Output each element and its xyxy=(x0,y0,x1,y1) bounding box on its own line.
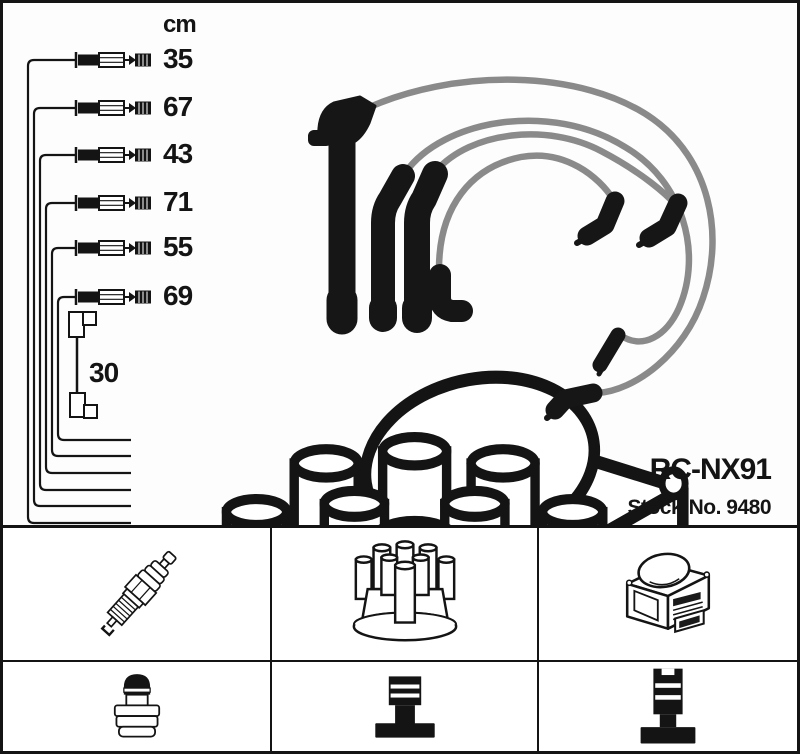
cable-length-label-4: 71 xyxy=(163,186,193,217)
plug-boots xyxy=(308,95,473,335)
cable-length-label-3: 43 xyxy=(163,138,193,169)
coil-lead-length-label: 30 xyxy=(89,357,119,388)
distributor-terminal-icon xyxy=(374,675,435,738)
cable-length-label-5: 55 xyxy=(163,231,193,262)
cable-length-label-1: 35 xyxy=(163,43,193,74)
cell-distributor-terminal xyxy=(272,662,537,751)
cable-length-label-6: 69 xyxy=(163,280,193,311)
plug-boot-terminal-icon xyxy=(113,672,160,738)
cell-plug-boot-terminal xyxy=(3,662,270,751)
cable-curves xyxy=(357,76,716,397)
cable-length-label-2: 67 xyxy=(163,91,193,122)
distributor-cap-icon xyxy=(352,540,457,642)
lead-routing-lines xyxy=(26,58,131,525)
coil-terminal-icon xyxy=(640,668,696,744)
part-number-block: RC-NX91 Stock-No. 9480 xyxy=(627,453,772,520)
distributor-elbow-terminals xyxy=(544,191,688,421)
cell-spark-plug xyxy=(3,528,270,660)
stock-number: Stock-No. 9480 xyxy=(627,496,771,519)
connector-reference-grid xyxy=(3,525,797,751)
part-number: RC-NX91 xyxy=(649,453,772,486)
spark-plug-icon xyxy=(92,544,184,641)
ignition-coil-icon xyxy=(625,549,711,634)
coil-lead-30 xyxy=(68,311,98,419)
ignition-cable-set-photo xyxy=(308,76,716,421)
cell-ignition-coil xyxy=(539,528,797,660)
cell-coil-terminal xyxy=(539,662,797,751)
unit-label: cm xyxy=(163,11,197,38)
ignition-lead-kit-diagram xyxy=(26,50,716,527)
cell-distributor-cap xyxy=(272,528,537,660)
measured-lead-rows xyxy=(74,50,153,307)
